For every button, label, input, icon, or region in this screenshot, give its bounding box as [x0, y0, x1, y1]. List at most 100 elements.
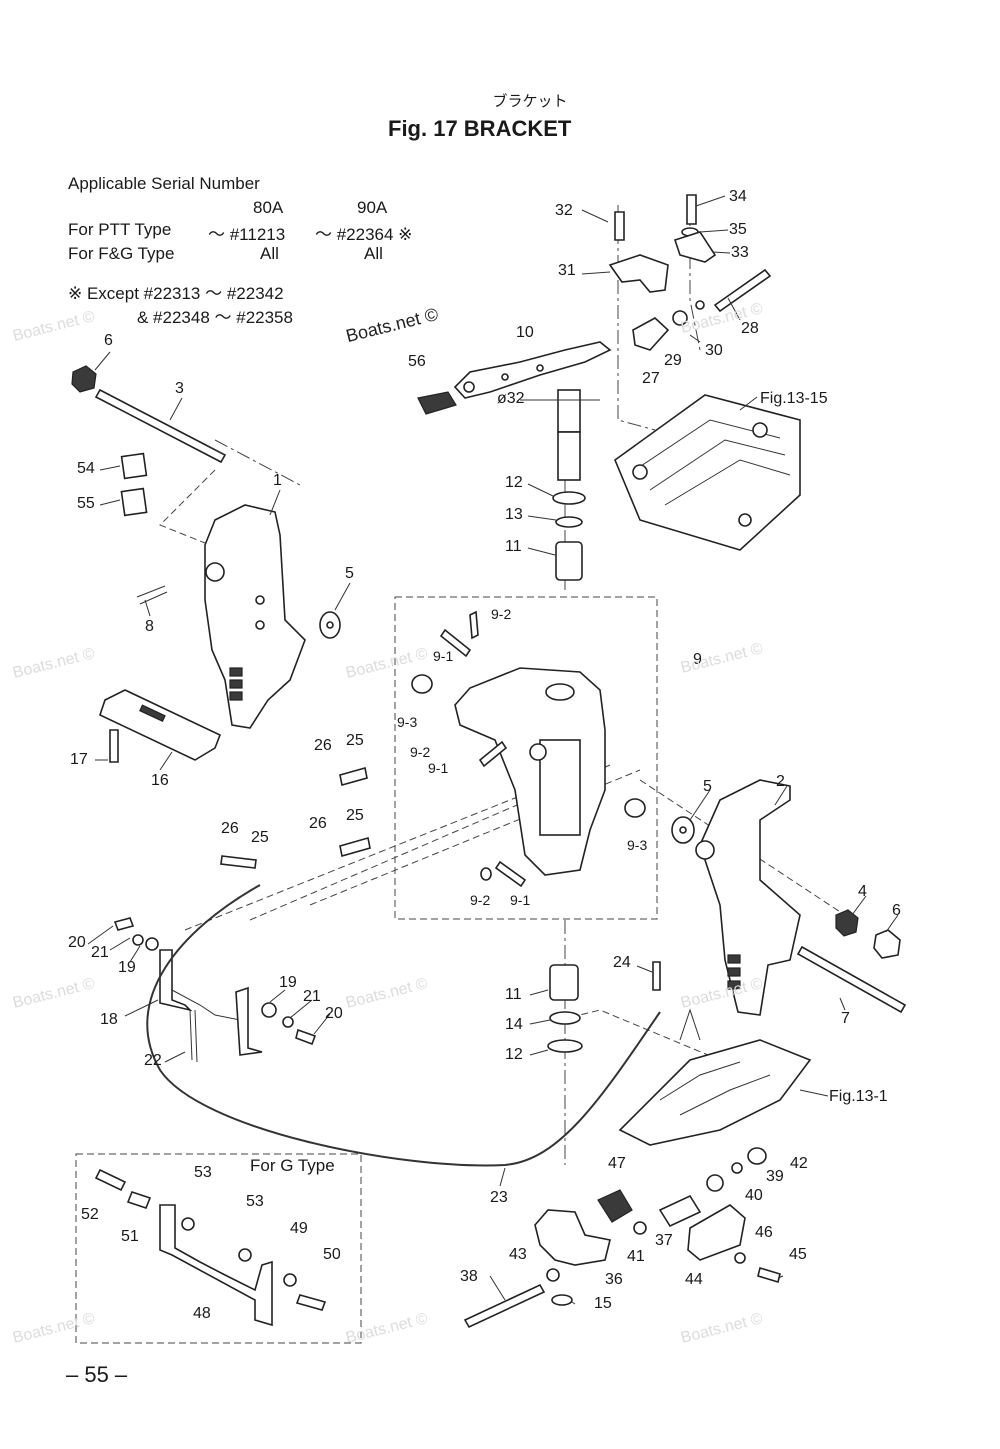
callout-9-3-b: 9-3 — [627, 837, 648, 853]
callout-41: 41 — [627, 1248, 645, 1265]
callout-19-left: 19 — [118, 959, 136, 976]
callout-6-left: 6 — [104, 332, 113, 349]
callout-32: 32 — [555, 202, 573, 219]
fg-90a-value: All — [364, 244, 383, 263]
pin-9-1b — [478, 740, 508, 768]
callout-12-top: 12 — [505, 474, 523, 491]
cap-nut-6-right — [873, 929, 901, 959]
callout-47: 47 — [608, 1155, 626, 1172]
swivel-bracket-group-box — [394, 596, 658, 920]
callout-54: 54 — [77, 460, 95, 477]
page-number: – 55 – — [66, 1362, 128, 1387]
steering-shaft — [520, 389, 600, 481]
g-type-box-title: For G Type — [250, 1156, 335, 1175]
plate-54 — [120, 452, 148, 480]
callout-19-right: 19 — [279, 974, 297, 991]
cover-44 — [687, 1204, 746, 1261]
callout-25-c: 25 — [251, 829, 269, 846]
callout-6-right: 6 — [892, 902, 901, 919]
callout-29: 29 — [664, 352, 682, 369]
nut-6-left — [71, 365, 97, 393]
g-type-group-box — [75, 1153, 362, 1344]
spring-40 — [706, 1174, 724, 1192]
callout-15: 15 — [594, 1295, 612, 1312]
assembly-line-shaft — [214, 439, 301, 486]
plate-55 — [120, 487, 148, 517]
callout-30: 30 — [705, 342, 723, 359]
callout-9-2-b: 9-2 — [410, 744, 431, 760]
bushing-53-b — [238, 1248, 252, 1262]
callout-51: 51 — [121, 1228, 139, 1245]
callout-53-b: 53 — [246, 1193, 264, 1210]
nipple-25-26-c — [220, 855, 257, 869]
callout-35: 35 — [729, 221, 747, 238]
callout-46: 46 — [755, 1224, 773, 1241]
bolt-34 — [686, 194, 697, 225]
damper-47 — [597, 1189, 633, 1223]
callout-39: 39 — [766, 1168, 784, 1185]
callout-5-right: 5 — [703, 778, 712, 795]
lever-48 — [159, 1204, 273, 1327]
grip-56 — [417, 391, 457, 415]
callout-44: 44 — [685, 1271, 703, 1288]
callout-43: 43 — [509, 1246, 527, 1263]
swivel-bracket-9 — [454, 667, 606, 876]
bolt-28 — [713, 268, 772, 313]
callout-10: 10 — [516, 324, 534, 341]
bolt-20-right — [295, 1028, 317, 1046]
assembly-line-cross-a — [184, 779, 561, 931]
washer-12-lower — [547, 1039, 583, 1053]
tilt-shaft-3 — [94, 388, 227, 464]
tilt-shaft-7 — [796, 945, 907, 1014]
callout-26-a: 26 — [314, 737, 332, 754]
bolt-32 — [614, 211, 625, 241]
bolt-24 — [652, 961, 661, 991]
except-line-2: & #22348 ～ #22358 — [137, 308, 293, 327]
bracket-31 — [608, 254, 669, 293]
callout-40: 40 — [745, 1187, 763, 1204]
nut-4 — [835, 909, 859, 937]
callout-37: 37 — [655, 1232, 673, 1249]
washer-39 — [731, 1162, 743, 1174]
washer-46 — [734, 1252, 746, 1264]
callout-11-top: 11 — [505, 538, 522, 555]
callout-9-3-a: 9-3 — [397, 714, 418, 730]
diameter-label: ø32 — [497, 390, 525, 407]
callout-49: 49 — [290, 1220, 308, 1237]
plunger-37 — [658, 1194, 702, 1228]
callout-9-2-a: 9-2 — [491, 606, 512, 622]
callout-20-right: 20 — [325, 1005, 343, 1022]
callout-9-2-c: 9-2 — [470, 892, 491, 908]
callout-13: 13 — [505, 506, 523, 523]
col-80a: 80A — [253, 198, 284, 217]
callout-31: 31 — [558, 262, 576, 279]
washer-12-top — [552, 491, 586, 505]
bolt-9-2c — [480, 867, 492, 881]
figure-title: Fig. 17 BRACKET — [388, 116, 572, 141]
washer-13-top — [555, 516, 583, 528]
callout-22: 22 — [144, 1052, 162, 1069]
ptt-80a-value: ～ #11213 — [208, 225, 286, 244]
callout-28: 28 — [741, 320, 759, 337]
lock-lever-assembly — [159, 949, 263, 1063]
callout-17: 17 — [70, 751, 88, 768]
callout-52: 52 — [81, 1206, 99, 1223]
callout-26-c: 26 — [221, 820, 239, 837]
ptt-type-label: For PTT Type — [68, 220, 172, 239]
callout-5-left: 5 — [345, 565, 354, 582]
steering-bracket-10 — [453, 341, 612, 399]
callout-9-1-b: 9-1 — [428, 760, 449, 776]
callout-56: 56 — [408, 353, 426, 370]
callout-34: 34 — [729, 188, 747, 205]
bushing-53-a — [181, 1217, 195, 1231]
ref-fig13-1: Fig.13-1 — [829, 1088, 888, 1105]
fg-type-label: For F&G Type — [68, 244, 175, 263]
washer-30 — [695, 300, 705, 310]
washer-43 — [546, 1268, 560, 1282]
callout-53-a: 53 — [194, 1164, 212, 1181]
bushing-11-lower — [549, 964, 579, 1001]
bushing-27 — [632, 317, 670, 351]
callout-38: 38 — [460, 1268, 478, 1285]
callout-23: 23 — [490, 1189, 508, 1206]
